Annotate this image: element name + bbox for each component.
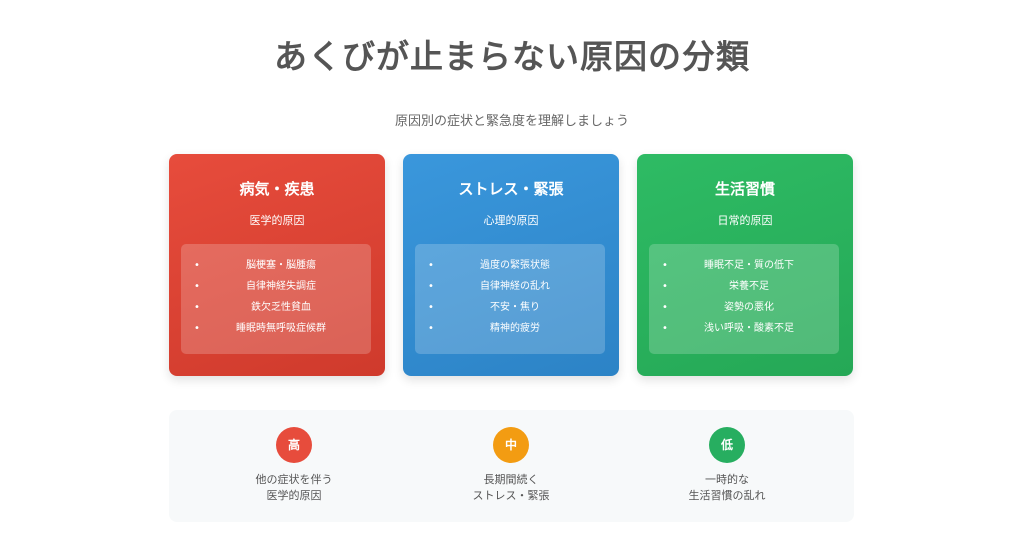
list-item: • 不安・焦り <box>415 297 605 318</box>
list-item: • 脳梗塞・脳腫瘍 <box>181 255 371 276</box>
list-item: • 睡眠時無呼吸症候群 <box>181 318 371 339</box>
card-list: • 過度の緊張状態 • 自律神経の乱れ • 不安・焦り • 精神的疲労 <box>415 244 605 354</box>
level-line2: 生活習慣の乱れ <box>688 489 766 502</box>
list-item: • 浅い呼吸・酸素不足 <box>649 318 839 339</box>
bullet-icon: • <box>194 281 200 292</box>
list-item-text: 精神的疲労 <box>490 323 540 334</box>
list-item: • 精神的疲労 <box>415 318 605 339</box>
bullet-icon: • <box>194 260 200 271</box>
urgency-levels: 高 他の症状を伴う 医学的原因 中 長期間続く ストレス・緊張 低 一時的な 生… <box>169 410 854 522</box>
list-item: • 自律神経の乱れ <box>415 276 605 297</box>
list-item-text: 姿勢の悪化 <box>724 302 774 313</box>
bullet-icon: • <box>662 323 668 334</box>
card-disease: 病気・疾患 医学的原因 • 脳梗塞・脳腫瘍 • 自律神経失調症 • 鉄欠乏性貧血 • 睡… <box>169 154 385 376</box>
list-item-text: 脳梗塞・脳腫瘍 <box>246 260 316 271</box>
bullet-icon: • <box>194 323 200 334</box>
bullet-icon: • <box>428 323 434 334</box>
list-item-text: 鉄欠乏性貧血 <box>251 302 311 313</box>
list-item-text: 過度の緊張状態 <box>480 260 550 271</box>
card-title: 病気・疾患 <box>239 180 315 198</box>
list-item-text: 自律神経の乱れ <box>480 281 550 292</box>
card-stress: ストレス・緊張 心理的原因 • 過度の緊張状態 • 自律神経の乱れ • 不安・焦り •… <box>403 154 619 376</box>
level-low: 低 一時的な 生活習慣の乱れ <box>627 410 827 522</box>
list-item-text: 自律神経失調症 <box>246 281 316 292</box>
level-description: 一時的な 生活習慣の乱れ <box>627 472 827 504</box>
cause-cards: 病気・疾患 医学的原因 • 脳梗塞・脳腫瘍 • 自律神経失調症 • 鉄欠乏性貧血 • 睡… <box>169 154 854 376</box>
level-description: 他の症状を伴う 医学的原因 <box>194 472 394 504</box>
bullet-icon: • <box>662 281 668 292</box>
bullet-icon: • <box>428 260 434 271</box>
list-item: • 睡眠不足・質の低下 <box>649 255 839 276</box>
urgency-badge-low: 低 <box>709 427 745 463</box>
bullet-icon: • <box>662 302 668 313</box>
level-line2: 医学的原因 <box>266 489 322 502</box>
list-item: • 自律神経失調症 <box>181 276 371 297</box>
card-title: ストレス・緊張 <box>458 180 564 198</box>
level-line1: 他の症状を伴う <box>255 473 333 486</box>
list-item-text: 睡眠不足・質の低下 <box>704 260 794 271</box>
card-title: 生活習慣 <box>714 180 775 198</box>
list-item-text: 栄養不足 <box>729 281 769 292</box>
level-mid: 中 長期間続く ストレス・緊張 <box>411 410 611 522</box>
card-subtitle: 心理的原因 <box>483 214 539 227</box>
level-line1: 一時的な <box>705 473 749 486</box>
list-item: • 栄養不足 <box>649 276 839 297</box>
list-item-text: 睡眠時無呼吸症候群 <box>236 323 326 334</box>
level-high: 高 他の症状を伴う 医学的原因 <box>194 410 394 522</box>
list-item: • 過度の緊張状態 <box>415 255 605 276</box>
page-title: あくびが止まらない原因の分類 <box>274 37 750 76</box>
card-list: • 脳梗塞・脳腫瘍 • 自律神経失調症 • 鉄欠乏性貧血 • 睡眠時無呼吸症候群 <box>181 244 371 354</box>
level-line2: ストレス・緊張 <box>472 489 550 502</box>
list-item-text: 浅い呼吸・酸素不足 <box>704 323 794 334</box>
level-description: 長期間続く ストレス・緊張 <box>411 472 611 504</box>
bullet-icon: • <box>428 281 434 292</box>
list-item: • 鉄欠乏性貧血 <box>181 297 371 318</box>
card-list: • 睡眠不足・質の低下 • 栄養不足 • 姿勢の悪化 • 浅い呼吸・酸素不足 <box>649 244 839 354</box>
bullet-icon: • <box>194 302 200 313</box>
card-subtitle: 医学的原因 <box>249 214 305 227</box>
card-lifestyle: 生活習慣 日常的原因 • 睡眠不足・質の低下 • 栄養不足 • 姿勢の悪化 • 浅い呼吸… <box>637 154 853 376</box>
bullet-icon: • <box>662 260 668 271</box>
urgency-badge-high: 高 <box>276 427 312 463</box>
bullet-icon: • <box>428 302 434 313</box>
card-subtitle: 日常的原因 <box>717 214 773 227</box>
level-line1: 長期間続く <box>483 473 539 486</box>
urgency-badge-mid: 中 <box>493 427 529 463</box>
page-subtitle: 原因別の症状と緊急度を理解しましょう <box>394 114 629 129</box>
list-item: • 姿勢の悪化 <box>649 297 839 318</box>
list-item-text: 不安・焦り <box>490 302 540 313</box>
